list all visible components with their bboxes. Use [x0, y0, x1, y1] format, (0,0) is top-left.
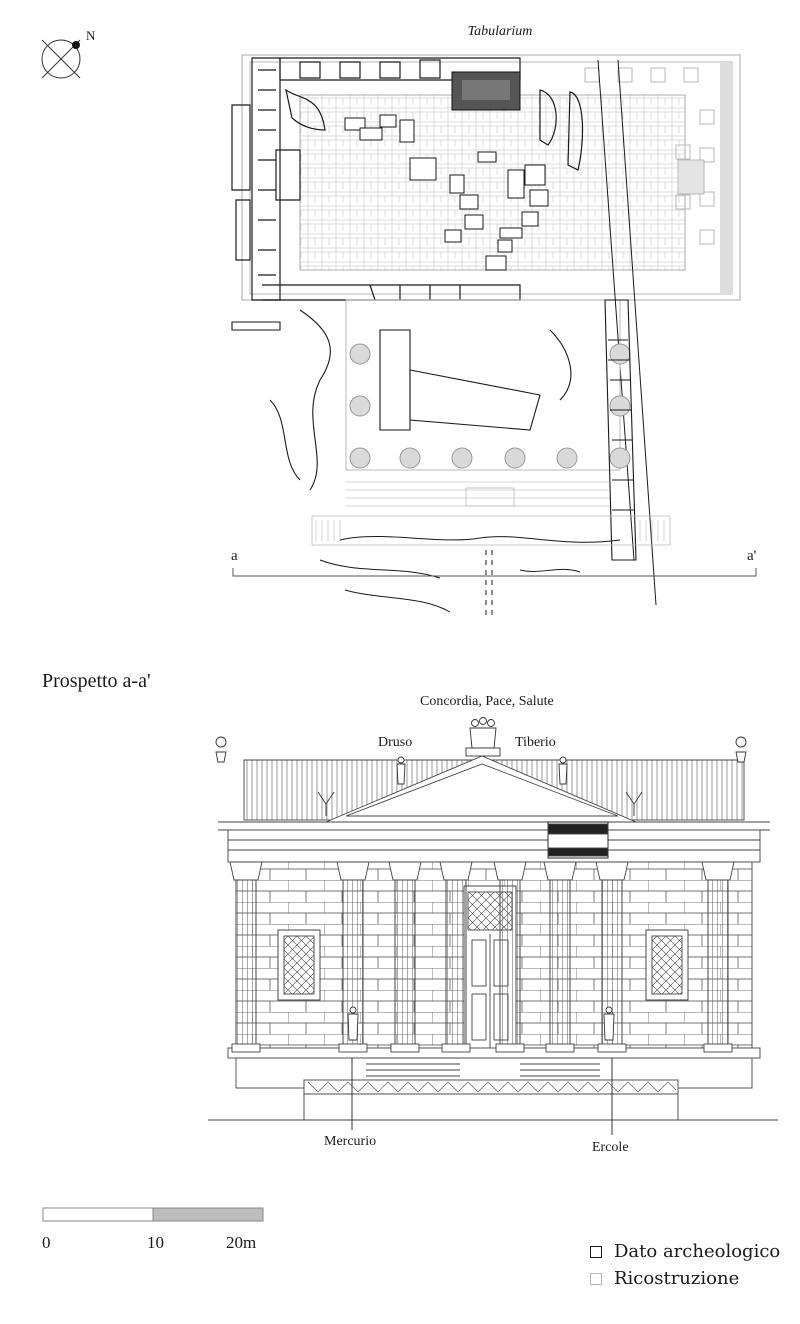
scale-tick-10: 10: [147, 1233, 164, 1252]
scale-tick-0: 0: [42, 1233, 51, 1252]
label-tiberio: Tiberio: [515, 735, 556, 750]
label-druso: Druso: [378, 735, 413, 750]
elevation-title: Prospetto a-a': [42, 670, 151, 692]
plan-title-tabularium: Tabularium: [467, 24, 533, 39]
north-label: N: [86, 28, 96, 43]
legend-item-archaeological: Dato archeologico: [590, 1241, 780, 1262]
label-ercole: Ercole: [592, 1140, 629, 1155]
scale-bar: [42, 1207, 264, 1222]
scale-tick-20m: 20m: [226, 1233, 257, 1252]
north-arrow-icon: [41, 39, 81, 79]
legend-item-reconstruction: Ricostruzione: [590, 1268, 739, 1289]
label-concordia-pace-salute: Concordia, Pace, Salute: [420, 694, 554, 709]
section-label-right: a': [747, 548, 757, 564]
section-label-left: a: [231, 548, 238, 564]
section-line-a-a: [232, 568, 757, 577]
label-mercurio: Mercurio: [324, 1134, 377, 1149]
cella-plan: [231, 54, 741, 606]
legend-swatch-light: [590, 1272, 602, 1285]
podium-plan: [231, 299, 671, 620]
legend-swatch-dark: [590, 1245, 602, 1258]
temple-elevation: [208, 717, 778, 1135]
legend-label: Ricostruzione: [614, 1268, 740, 1289]
legend-label: Dato archeologico: [614, 1241, 781, 1262]
